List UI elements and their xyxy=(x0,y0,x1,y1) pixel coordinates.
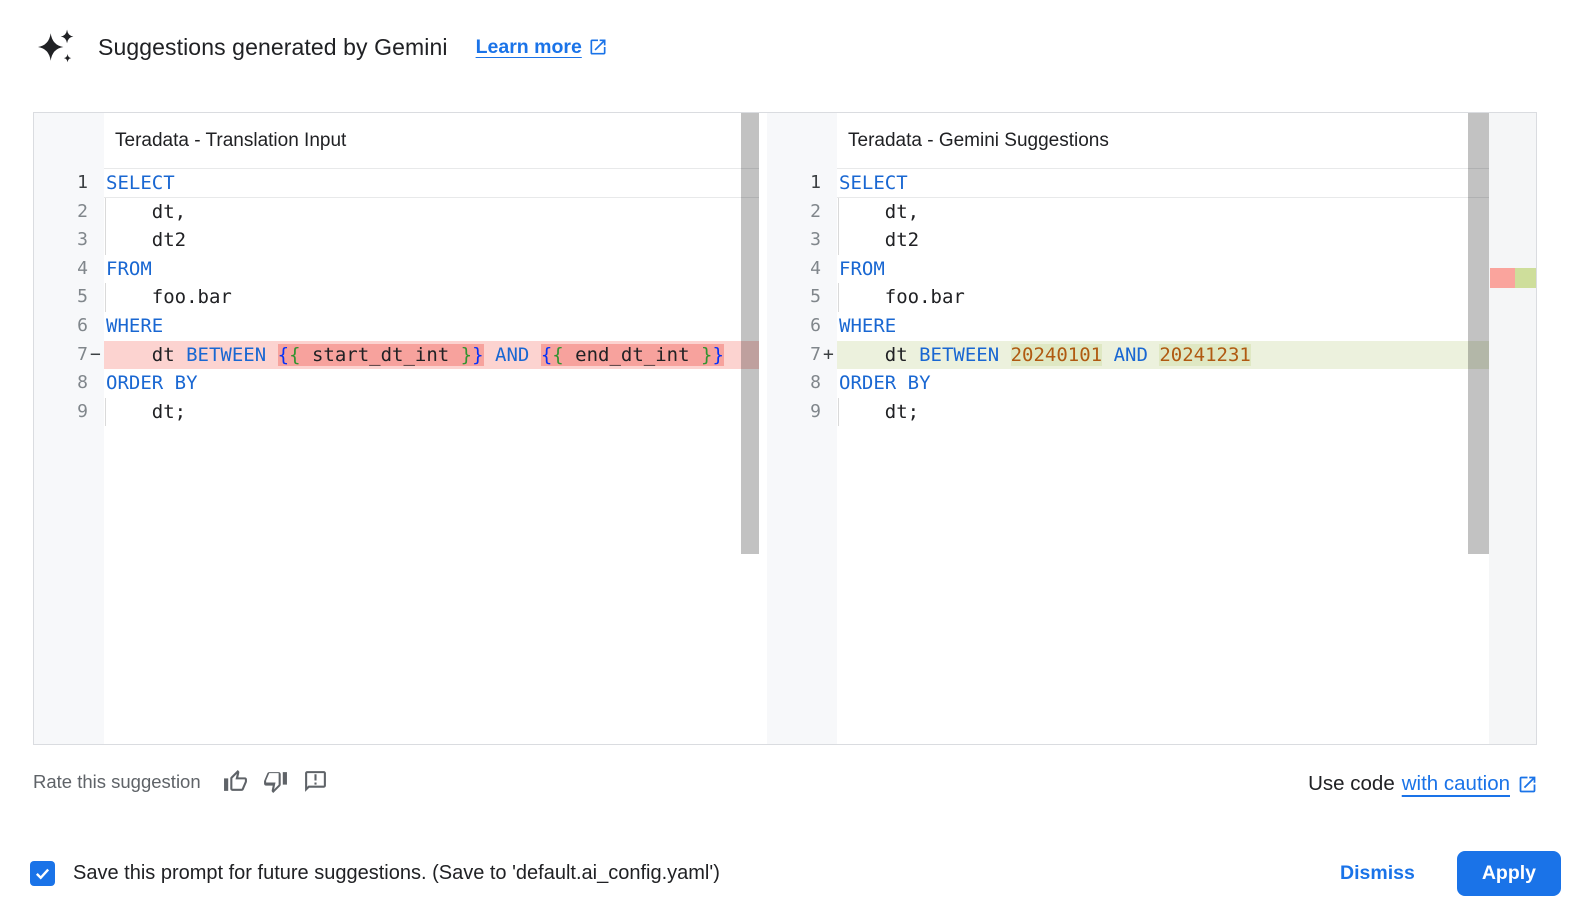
line-number: 7− xyxy=(77,343,101,365)
ruler-removed-mark xyxy=(1490,268,1515,288)
diff-changed-token: 20240101 xyxy=(1010,343,1103,366)
code-line: SELECT xyxy=(104,169,759,198)
open-in-new-icon xyxy=(590,39,606,55)
code-line: WHERE xyxy=(839,314,897,337)
diff-changed-token: {{ end_dt_int }} xyxy=(540,343,724,366)
code-line: dt; xyxy=(104,397,759,427)
line-number: 4 xyxy=(77,257,88,279)
line-number: 6 xyxy=(77,314,88,336)
ruler-added-mark xyxy=(1515,268,1536,288)
code-line: foo.bar xyxy=(837,283,1489,312)
check-icon xyxy=(35,868,50,879)
line-number: 2 xyxy=(77,200,88,222)
code-line: dt BETWEEN {{ start_dt_int }} AND {{ end… xyxy=(104,340,759,370)
code-line: dt2 xyxy=(837,226,1489,255)
code-line: dt; xyxy=(837,397,1489,427)
diff-overview-ruler[interactable] xyxy=(1489,113,1536,744)
rate-suggestion-row: Rate this suggestion xyxy=(33,769,328,794)
gemini-suggestions-pane: 1 2 3 4 5 6 7+ 8 9 Teradata - Gemini Suggestions… xyxy=(767,113,1536,744)
line-number: 8 xyxy=(77,372,88,394)
code-line: SELECT xyxy=(837,169,1489,198)
feedback-icon[interactable] xyxy=(303,769,328,794)
code-line: WHERE xyxy=(106,314,164,337)
page-title: Suggestions generated by Gemini xyxy=(98,33,448,60)
gemini-sparkle-icon xyxy=(38,29,74,63)
bottom-action-bar: Save this prompt for future suggestions.… xyxy=(30,845,1561,901)
code-line: ORDER BY xyxy=(106,372,198,395)
code-line: dt, xyxy=(837,197,1489,227)
code-line: FROM xyxy=(106,257,152,280)
rate-label: Rate this suggestion xyxy=(33,770,201,792)
code-line: dt2 xyxy=(104,226,759,255)
vertical-scrollbar[interactable] xyxy=(741,113,759,554)
open-in-new-icon xyxy=(1519,776,1536,792)
apply-button[interactable]: Apply xyxy=(1456,850,1561,896)
line-number-gutter: 1 2 3 4 5 6 7− 8 9 xyxy=(34,113,104,744)
with-caution-link[interactable]: with caution xyxy=(1401,772,1510,795)
learn-more-link[interactable]: Learn more xyxy=(476,36,608,59)
line-number: 1 xyxy=(77,172,88,193)
vertical-scrollbar[interactable] xyxy=(1468,113,1489,554)
line-number: 9 xyxy=(77,400,88,422)
line-number: 1 xyxy=(810,172,821,193)
pane-title-gemini-suggestions: Teradata - Gemini Suggestions xyxy=(837,113,1489,169)
line-number: 7+ xyxy=(810,343,834,365)
line-number: 6 xyxy=(810,314,821,336)
code-line: dt, xyxy=(104,197,759,227)
line-number: 2 xyxy=(810,200,821,222)
line-number: 9 xyxy=(810,400,821,422)
line-number: 5 xyxy=(810,286,821,308)
line-number-gutter: 1 2 3 4 5 6 7+ 8 9 xyxy=(767,113,837,744)
code-line: ORDER BY xyxy=(839,372,931,395)
dismiss-button[interactable]: Dismiss xyxy=(1340,861,1415,884)
save-prompt-label: Save this prompt for future suggestions.… xyxy=(73,861,720,884)
line-number: 3 xyxy=(810,229,821,251)
line-number: 3 xyxy=(77,229,88,251)
diff-changed-token: {{ start_dt_int }} xyxy=(277,343,484,366)
code-line: dt BETWEEN 20240101 AND 20241231 xyxy=(837,340,1489,370)
line-number: 8 xyxy=(810,372,821,394)
suggestions-header: Suggestions generated by Gemini Learn mo… xyxy=(38,28,608,66)
code-line: FROM xyxy=(839,257,885,280)
pane-title-translation-input: Teradata - Translation Input xyxy=(104,113,759,169)
diff-changed-token: 20241231 xyxy=(1159,343,1251,366)
thumb-up-icon[interactable] xyxy=(223,769,248,794)
line-number: 5 xyxy=(77,286,88,308)
use-code-row: Use code with caution xyxy=(1308,772,1538,796)
use-code-text: Use code xyxy=(1308,772,1395,795)
thumb-down-icon[interactable] xyxy=(263,769,288,794)
line-number: 4 xyxy=(810,257,821,279)
code-line: foo.bar xyxy=(104,283,759,312)
save-prompt-checkbox[interactable] xyxy=(30,860,55,886)
